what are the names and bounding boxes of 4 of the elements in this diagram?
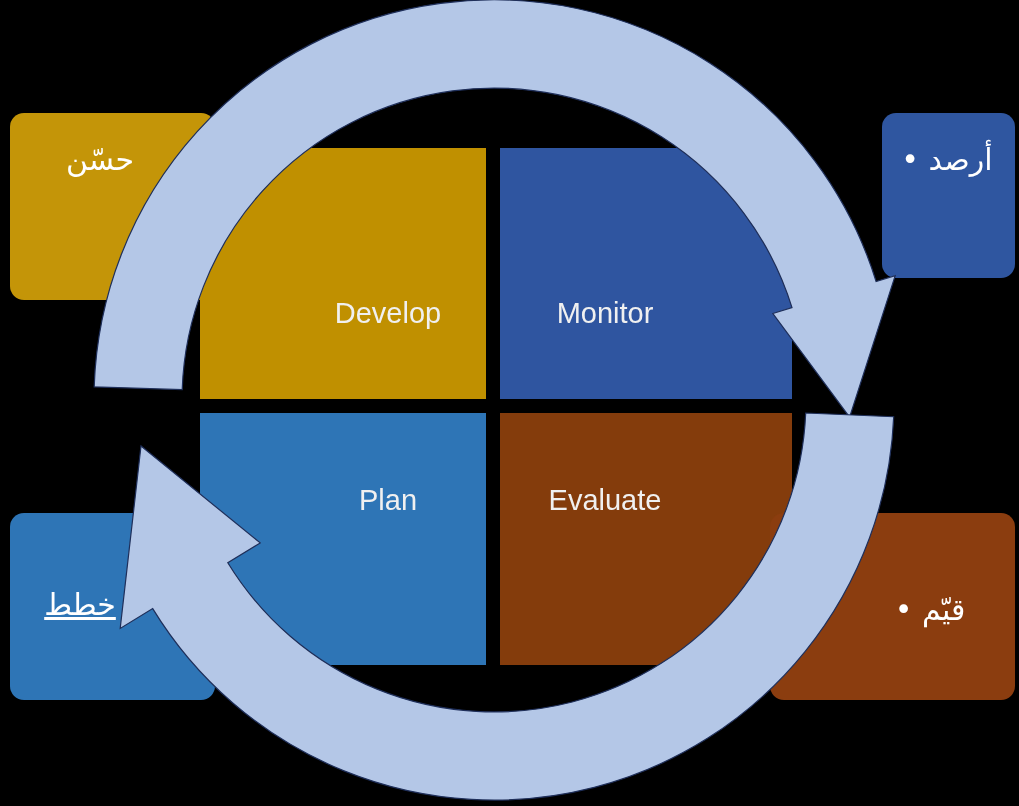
quadrant-segment: Monitor (500, 148, 792, 399)
quadrant-segment: Develop (200, 148, 486, 399)
cycle-arrow (119, 412, 895, 801)
rounded-box: • أرصد (882, 113, 1015, 278)
